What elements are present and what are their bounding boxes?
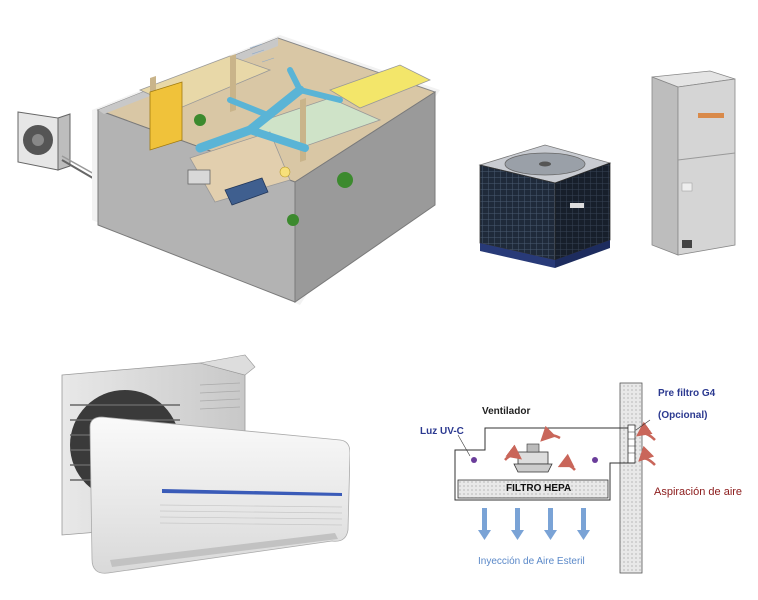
optional-label: (Opcional)	[658, 410, 708, 421]
uv-light-left	[471, 457, 477, 463]
airflow-arrows-red	[504, 421, 656, 471]
air-handler-graphic	[651, 70, 736, 256]
condenser-unit-photo	[470, 135, 620, 275]
uv-light-right	[592, 457, 598, 463]
wall-section	[619, 382, 643, 574]
sterile-air-label: Inyección de Aire Esteril	[478, 556, 585, 567]
house-side-wall	[294, 91, 436, 303]
condenser-graphic	[478, 144, 612, 268]
sterile-air-arrows	[478, 508, 590, 540]
split-indoor-unit	[89, 416, 351, 574]
outdoor-wall-unit	[17, 111, 71, 171]
brand-plate	[698, 113, 724, 118]
ducted-house-illustration	[0, 30, 440, 310]
fan-label: Ventilador	[482, 406, 531, 417]
prefilter-element	[627, 424, 636, 464]
split-air-conditioner-photo	[50, 345, 351, 585]
air-intake-label: Aspiración de aire	[654, 486, 743, 498]
hepa-filter-element	[457, 479, 609, 499]
indoor-air-handler-box	[187, 169, 211, 185]
hepa-diagram-graphic	[454, 382, 656, 574]
fan-element	[513, 443, 553, 473]
blue-accent-stripe	[162, 489, 342, 496]
air-handler-cabinet-photo	[640, 65, 740, 260]
housing-outline	[454, 427, 635, 501]
house-cutaway-graphic	[17, 35, 440, 305]
sofa	[224, 177, 269, 206]
hepa-filtration-diagram: Ventilador Luz UV-C Pre filtro G4 (Opcio…	[410, 380, 755, 580]
uv-light-label: Luz UV-C	[420, 426, 464, 437]
split-ac-graphic	[61, 354, 351, 574]
air-duct-network	[195, 67, 343, 153]
hepa-filter-label: FILTRO HEPA	[506, 483, 572, 494]
prefilter-label: Pre filtro G4	[658, 388, 716, 399]
